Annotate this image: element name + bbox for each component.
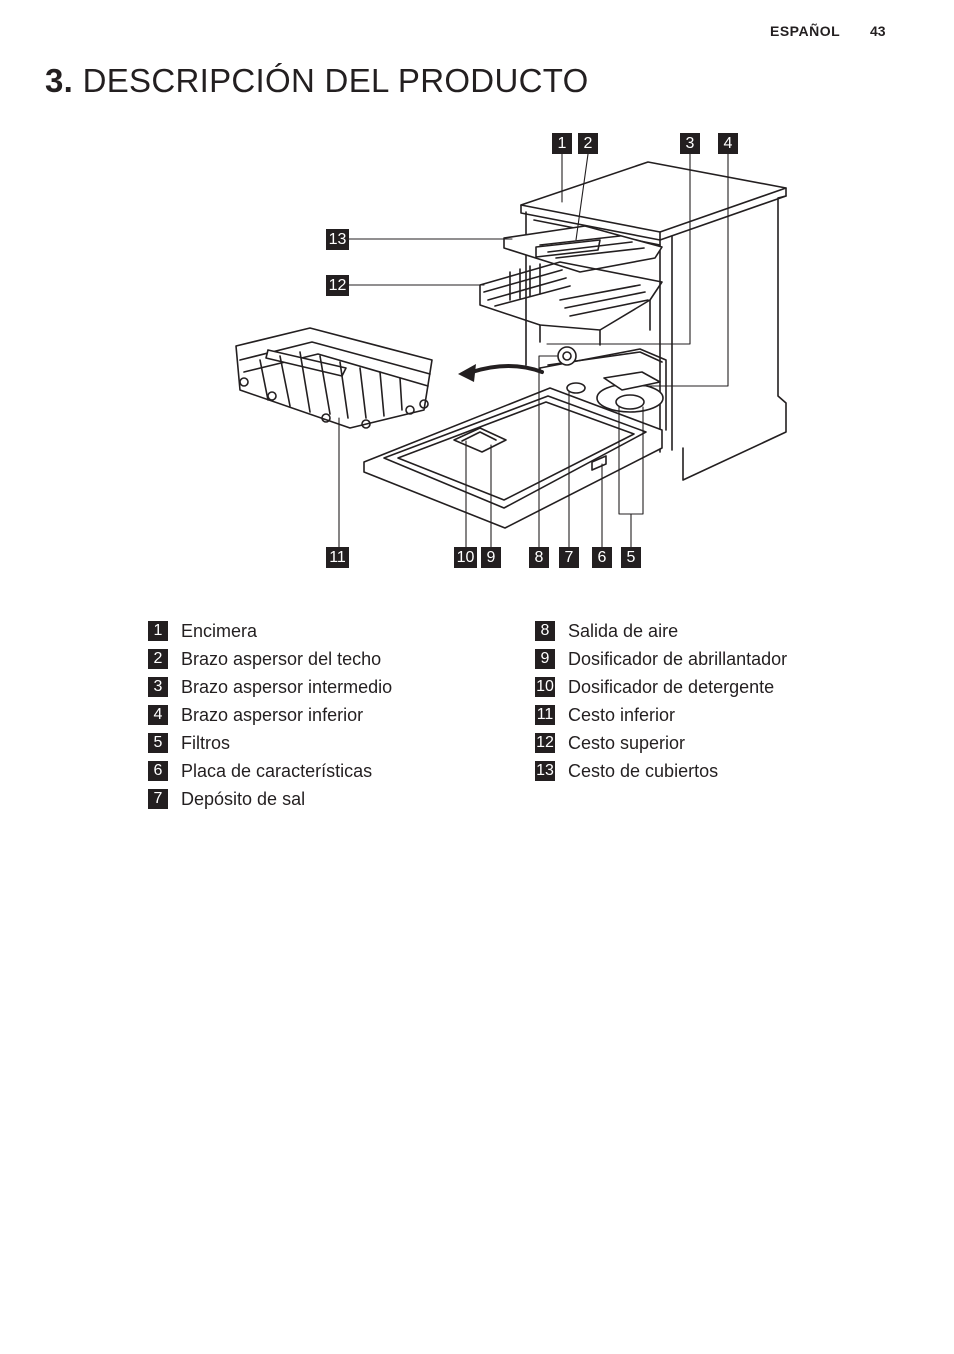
callout-3: 3	[680, 133, 700, 154]
legend-number: 12	[535, 733, 555, 753]
legend-number: 6	[148, 761, 168, 781]
legend-number: 2	[148, 649, 168, 669]
section-title: 3. DESCRIPCIÓN DEL PRODUCTO	[45, 62, 589, 100]
legend-number: 4	[148, 705, 168, 725]
callout-5: 5	[621, 547, 641, 568]
legend-label: Brazo aspersor intermedio	[181, 677, 393, 697]
callout-2: 2	[578, 133, 598, 154]
legend-number: 3	[148, 677, 168, 697]
legend-label: Salida de aire	[568, 621, 679, 641]
dishwasher-figure: 1 2 3 4 13 12 11 10 9 8 7 6 5	[0, 0, 954, 600]
legend-label: Depósito de sal	[181, 789, 306, 809]
section-number: 3.	[45, 62, 74, 99]
legend-number: 10	[535, 677, 555, 697]
callout-11: 11	[326, 547, 349, 568]
callout-1: 1	[552, 133, 572, 154]
legend-label: Dosificador de abrillantador	[568, 649, 788, 669]
legend-label: Encimera	[181, 621, 258, 641]
legend-label: Cesto inferior	[568, 705, 676, 725]
header-language: ESPAÑOL	[770, 23, 841, 39]
legend-number: 8	[535, 621, 555, 641]
callout-12: 12	[326, 275, 349, 296]
legend-label: Brazo aspersor del techo	[181, 649, 382, 669]
section-title-text: DESCRIPCIÓN DEL PRODUCTO	[82, 62, 589, 99]
legend-number: 11	[535, 705, 555, 725]
legend-label: Brazo aspersor inferior	[181, 705, 364, 725]
legend-number: 13	[535, 761, 555, 781]
page-number: 43	[870, 23, 886, 39]
callout-10: 10	[454, 547, 477, 568]
callout-13: 13	[326, 229, 349, 250]
legend-label: Cesto de cubiertos	[568, 761, 719, 781]
legend-number: 5	[148, 733, 168, 753]
legend-label: Dosificador de detergente	[568, 677, 775, 697]
callout-4: 4	[718, 133, 738, 154]
legend-number: 1	[148, 621, 168, 641]
legend-label: Placa de características	[181, 761, 373, 781]
dishwasher-illustration	[235, 153, 787, 548]
callout-8: 8	[529, 547, 549, 568]
callout-7: 7	[559, 547, 579, 568]
legend-label: Filtros	[181, 733, 230, 753]
callout-6: 6	[592, 547, 612, 568]
legend-label: Cesto superior	[568, 733, 686, 753]
callout-9: 9	[481, 547, 501, 568]
legend-number: 9	[535, 649, 555, 669]
legend-number: 7	[148, 789, 168, 809]
